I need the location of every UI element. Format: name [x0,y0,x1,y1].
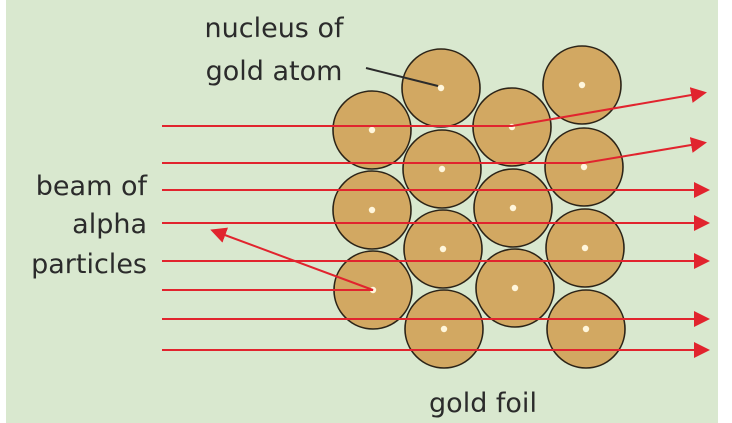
nucleus-pointer-line [365,67,439,87]
nucleus-dot [580,163,588,171]
nucleus-dot [368,126,376,134]
gold-foil-label: gold foil [429,388,537,419]
alpha-particle-paths [162,87,710,358]
beam-label-line1: beam of [36,171,149,202]
nucleus-dot [581,244,589,252]
alpha-path-deflected-up [162,87,707,127]
nucleus-label-line2: gold atom [206,56,343,87]
nucleus-dot [368,206,376,214]
alpha-path-rebound [162,227,374,291]
nucleus-dot [582,325,590,333]
nucleus-dot [438,165,446,173]
nucleus-dot [439,245,447,253]
nucleus-dot [509,204,517,212]
alpha-path-deflected-small [162,137,707,164]
nucleus-dot [440,325,448,333]
nucleus-dot [437,84,445,92]
nucleus-dot [511,284,519,292]
nucleus-dot [578,81,586,89]
beam-label-line2: alpha [72,209,147,240]
nucleus-label-line1: nucleus of [205,13,345,44]
beam-label-line3: particles [31,249,147,280]
